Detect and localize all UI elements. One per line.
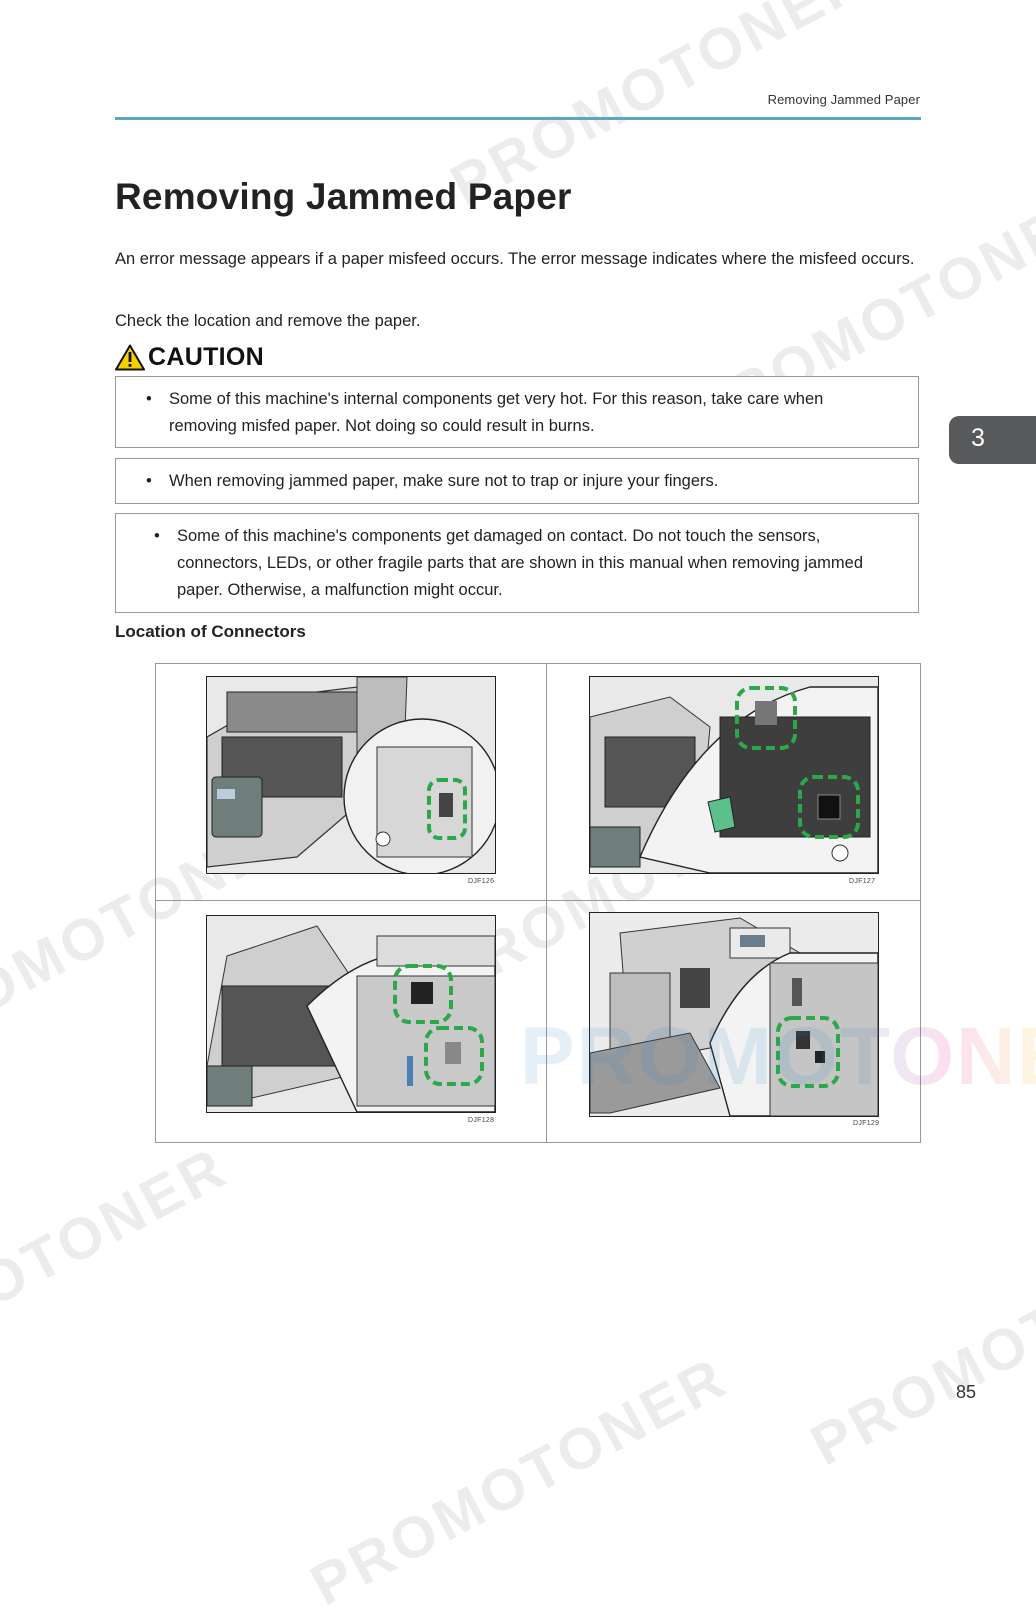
- watermark-logo: PROMOTONER: [520, 1010, 1036, 1104]
- section-heading: Location of Connectors: [115, 622, 306, 641]
- caution-label: CAUTION: [115, 342, 264, 372]
- watermark-text: PROMOTONER: [0, 1134, 239, 1409]
- printer-top-cover-illustration: [590, 677, 878, 873]
- page-title: Removing Jammed Paper: [115, 176, 572, 217]
- table-divider: [156, 900, 920, 901]
- printer-interior-illustration: [207, 916, 495, 1112]
- watermark-text: PROMOTONER: [800, 1204, 1036, 1479]
- page-number: 85: [955, 1382, 976, 1402]
- caution-item-line: Some of this machine's internal componen…: [169, 390, 824, 408]
- bullet: •: [146, 472, 152, 490]
- figure-code: DJF127: [849, 878, 876, 885]
- caution-item-line: When removing jammed paper, make sure no…: [169, 472, 719, 490]
- header-rule: [115, 117, 921, 120]
- intro-paragraph: An error message appears if a paper misf…: [115, 250, 915, 268]
- caution-box: • Some of this machine's internal compon…: [115, 376, 919, 448]
- connector-figure-table: DJF126 DJF127: [155, 663, 921, 1143]
- figure-djf127: [589, 676, 879, 874]
- figure-djf128: [206, 915, 496, 1113]
- notice-line: connectors, LEDs, or other fragile parts…: [177, 554, 863, 572]
- notice-box: • Some of this machine's components get …: [115, 513, 919, 613]
- caution-text: CAUTION: [148, 342, 264, 371]
- watermark-text: PROMOTONER: [300, 1344, 739, 1619]
- figure-djf129: [589, 912, 879, 1117]
- caution-item-line: removing misfed paper. Not doing so coul…: [169, 417, 595, 435]
- figure-code: DJF126: [468, 878, 495, 885]
- notice-line: paper. Otherwise, a malfunction might oc…: [177, 581, 503, 599]
- chapter-tab[interactable]: 3: [949, 416, 1036, 464]
- bullet: •: [146, 390, 152, 408]
- figure-djf126: [206, 676, 496, 874]
- caution-box: • When removing jammed paper, make sure …: [115, 458, 919, 504]
- printer-fuser-illustration: [207, 677, 495, 873]
- running-header: Removing Jammed Paper: [767, 92, 920, 107]
- notice-line: Some of this machine's components get da…: [177, 527, 821, 545]
- table-divider: [546, 664, 547, 1142]
- figure-code: DJF128: [468, 1117, 495, 1124]
- chapter-number: 3: [971, 424, 985, 452]
- printer-side-panel-illustration: [590, 913, 878, 1116]
- warning-triangle-icon: [115, 344, 145, 370]
- bullet: •: [154, 527, 160, 545]
- intro-paragraph-2: Check the location and remove the paper.: [115, 312, 421, 330]
- figure-code: DJF129: [853, 1120, 880, 1127]
